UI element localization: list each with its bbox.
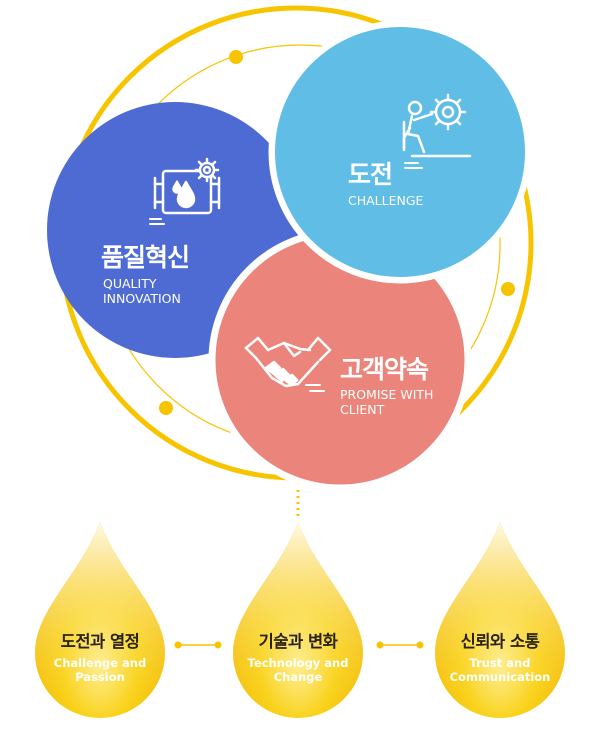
drop-shape-1 — [35, 522, 165, 718]
drop-1-title-ko: 도전과 열정 — [60, 632, 140, 651]
drop-connectors — [174, 641, 424, 649]
client-title-en-line2: CLIENT — [340, 402, 385, 417]
challenge-title-en: CHALLENGE — [348, 193, 424, 208]
handshake-icon — [244, 336, 332, 392]
drop-2-title-ko: 기술과 변화 — [258, 632, 338, 651]
drop-2-title-en-line2: Change — [273, 670, 323, 684]
client-title-en-line1: PROMISE WITH — [340, 387, 434, 402]
client-title-ko: 고객약속 — [340, 355, 429, 384]
quality-title-en-line1: QUALITY — [103, 276, 157, 291]
water-valve-gear-icon — [149, 157, 221, 225]
drop-2-title-en-line1: Technology and — [247, 656, 349, 670]
quality-title-en-line2: INNOVATION — [103, 291, 181, 306]
drop-3-title-en-line2: Communication — [449, 670, 551, 684]
drop-3-title-ko: 신뢰와 소통 — [460, 632, 540, 651]
client-circle — [212, 232, 468, 488]
drop-shape-2 — [233, 522, 363, 718]
challenge-circle-top — [275, 27, 525, 277]
drop-3-title-en-line1: Trust and — [469, 656, 531, 670]
quality-title-ko: 품질혁신 — [101, 243, 190, 272]
drop-1-title-en-line1: Challenge and — [53, 656, 147, 670]
climber-gear-icon — [402, 93, 472, 169]
ring-dot-top — [229, 50, 243, 64]
drop-shape-3 — [435, 522, 565, 718]
drop-1-title-en-line2: Passion — [75, 670, 125, 684]
ring-dot-bottom-left — [159, 401, 173, 415]
challenge-title-ko: 도전 — [348, 160, 393, 189]
separator-stroke-challenge — [268, 20, 532, 284]
ring-dot-right — [501, 282, 515, 296]
